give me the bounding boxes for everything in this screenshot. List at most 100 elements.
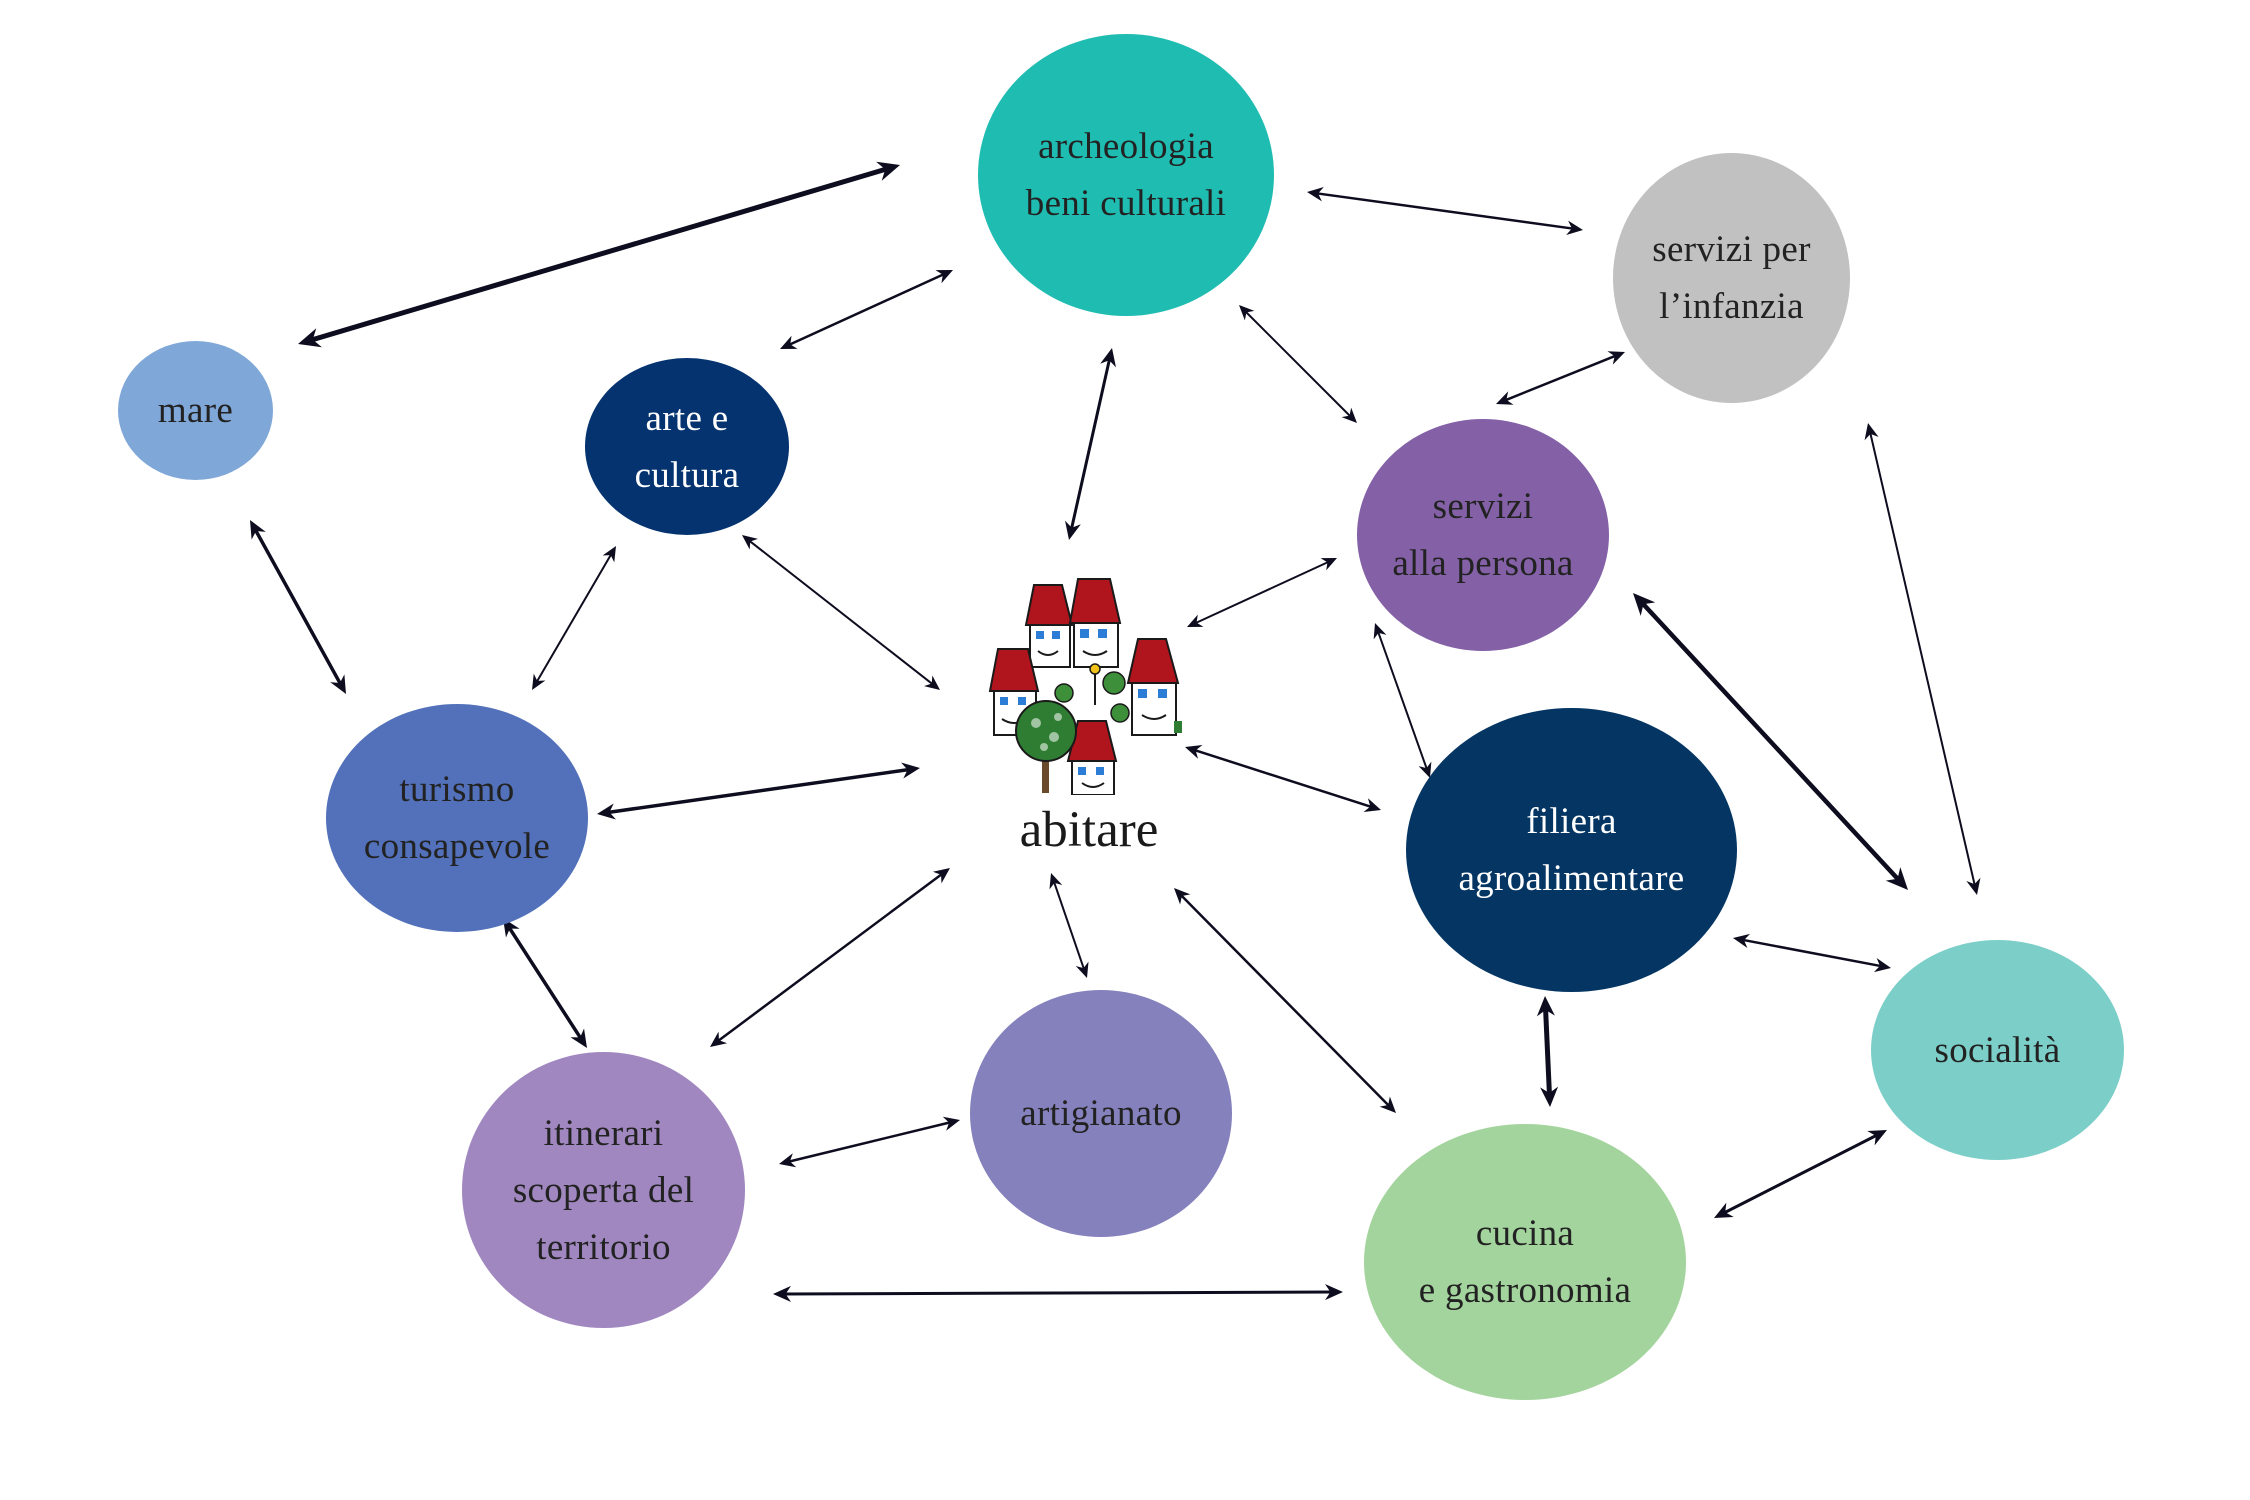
node-artigianato: artigianato — [970, 990, 1232, 1237]
connection-line — [1377, 630, 1428, 771]
arrowhead — [773, 1285, 792, 1303]
arrowhead — [1239, 305, 1255, 321]
connection-line — [1741, 938, 1883, 968]
arrowhead — [1075, 961, 1089, 978]
node-cucina: cucina e gastronomia — [1364, 1124, 1686, 1400]
arrowhead — [935, 270, 953, 284]
node-abitare: abitare — [978, 565, 1200, 885]
house-icon — [1024, 584, 1074, 668]
node-cucina-label: cucina e gastronomia — [1418, 1213, 1632, 1311]
arrowhead — [779, 1153, 797, 1168]
connection-line — [1722, 1133, 1879, 1215]
arrowhead — [1320, 558, 1337, 571]
connection-line — [748, 539, 934, 686]
arrowhead — [1536, 996, 1555, 1017]
arrowhead — [1185, 745, 1203, 759]
arrowhead — [1864, 423, 1879, 441]
arrowhead — [597, 803, 616, 820]
arrowhead — [742, 535, 758, 550]
arrowhead — [1379, 1096, 1396, 1113]
arrowhead — [298, 328, 322, 348]
arrowhead — [1496, 391, 1514, 405]
node-servizi-infanzia-label: servizi per l’infanzia — [1652, 229, 1811, 327]
lamp-icon — [1089, 663, 1101, 705]
arrowhead — [932, 868, 950, 884]
node-mare: mare — [118, 341, 273, 480]
arrowhead — [1100, 348, 1116, 368]
node-arte-cultura: arte e cultura — [585, 358, 789, 535]
connection-line — [308, 166, 890, 343]
connection-line — [535, 552, 613, 684]
arrowhead — [710, 1031, 728, 1047]
connection-line — [1069, 357, 1112, 531]
arrowhead — [901, 762, 920, 779]
connection-line — [605, 767, 912, 815]
node-artigianato-label: artigianato — [1020, 1093, 1182, 1134]
node-servizi-infanzia: servizi per l’infanzia — [1613, 153, 1850, 403]
house-icon — [988, 648, 1040, 736]
arrowhead — [1873, 957, 1891, 973]
arrowhead — [570, 1028, 587, 1048]
arrowhead — [924, 675, 940, 690]
arrowhead — [1363, 798, 1381, 812]
arrowhead — [1049, 873, 1063, 890]
arrowhead — [1733, 933, 1751, 949]
arrowhead — [1566, 220, 1583, 235]
arrowhead — [250, 520, 266, 540]
connection-line — [787, 272, 946, 347]
connection-line — [1315, 192, 1575, 230]
arrowhead — [602, 546, 616, 563]
arrowhead — [1307, 187, 1324, 202]
node-archeologia-label: archeologia beni culturali — [1025, 126, 1227, 224]
node-itinerari: itinerari scoperta del territorio — [462, 1052, 745, 1328]
arrowhead — [330, 674, 346, 694]
arrowhead — [1540, 1086, 1559, 1107]
connection-line — [1052, 880, 1086, 971]
connection-line — [787, 1121, 952, 1163]
house-icon — [1126, 638, 1182, 736]
house-icon — [1068, 578, 1122, 668]
connection-line — [1192, 748, 1374, 809]
node-turismo-label: turismo consapevole — [363, 769, 551, 867]
connection-line — [1503, 354, 1618, 402]
arrowhead — [1714, 1202, 1734, 1218]
arrowhead — [1607, 351, 1625, 365]
node-turismo: turismo consapevole — [326, 704, 588, 932]
arrowhead — [1174, 888, 1191, 905]
connection-line — [782, 1290, 1334, 1296]
connection-line — [1244, 310, 1352, 418]
node-filiera-label: filiera agroalimentare — [1458, 801, 1685, 899]
connection-line — [253, 527, 343, 687]
node-itinerari-label: itinerari scoperta del territorio — [512, 1112, 695, 1268]
center-label: abitare — [1019, 802, 1159, 858]
node-servizi-persona-label: servizi alla persona — [1392, 486, 1574, 584]
arrowhead — [1885, 867, 1908, 890]
node-filiera: filiera agroalimentare — [1406, 708, 1737, 992]
node-socialita: socialità — [1871, 940, 2124, 1160]
arrowhead — [780, 335, 798, 349]
node-arte-cultura-label: arte e cultura — [634, 397, 740, 496]
arrowhead — [532, 673, 546, 690]
connection-line — [1869, 431, 1976, 887]
node-mare-label: mare — [157, 390, 234, 431]
arrowhead — [1633, 593, 1656, 616]
arrowhead — [1418, 761, 1432, 778]
arrowhead — [876, 161, 900, 181]
node-archeologia: archeologia beni culturali — [978, 34, 1274, 316]
arrowhead — [1065, 520, 1081, 540]
village-houses-icon — [988, 578, 1182, 795]
connection-line — [1179, 893, 1391, 1108]
tree-icon — [1015, 700, 1077, 793]
connection-line — [716, 872, 944, 1043]
node-socialita-label: socialità — [1934, 1029, 2061, 1071]
connection-line — [507, 925, 583, 1041]
arrowhead — [1324, 1283, 1343, 1301]
connection-line — [1543, 1005, 1552, 1098]
tree-icon — [1054, 671, 1130, 723]
node-servizi-persona: servizi alla persona — [1357, 419, 1609, 651]
arrowhead — [1373, 623, 1387, 640]
arrowhead — [1966, 877, 1981, 895]
connection-line — [1194, 560, 1330, 625]
